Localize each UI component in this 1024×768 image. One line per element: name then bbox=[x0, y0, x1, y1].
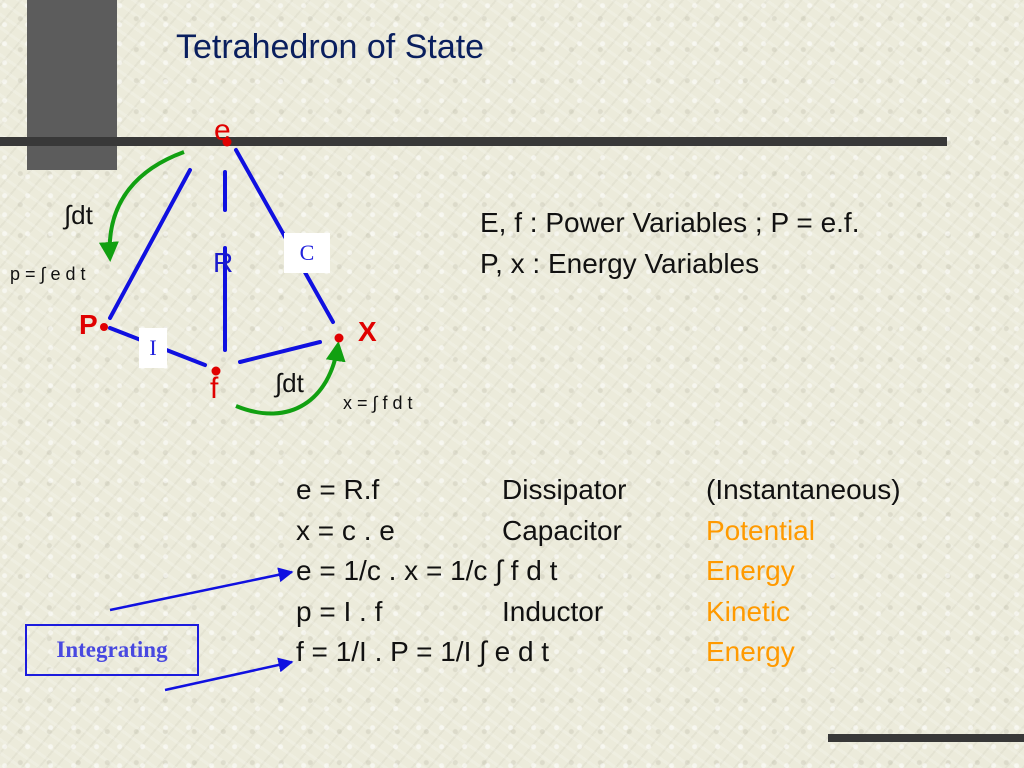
edge-label-r: R bbox=[213, 247, 234, 278]
relation-equation: f = 1/I . P = 1/I ∫ e d t bbox=[296, 636, 550, 667]
node-p-label: P bbox=[79, 309, 98, 340]
displacement-equation: x = ∫ f d t bbox=[343, 393, 413, 413]
relation-element: Inductor bbox=[502, 595, 604, 627]
relation-equation: p = I . f bbox=[296, 595, 383, 627]
energy-variables-line: P, x : Energy Variables bbox=[480, 248, 760, 279]
integral-label-left: ∫dt bbox=[64, 200, 93, 230]
relation-element: Capacitor bbox=[502, 514, 622, 546]
relation-energy: Energy bbox=[706, 636, 795, 667]
momentum-equation: p = ∫ e d t bbox=[10, 264, 86, 284]
relation-equation: e = 1/c . x = 1/c ∫ f d t bbox=[296, 555, 558, 586]
node-x-dot bbox=[334, 333, 344, 343]
integral-arc-bottom bbox=[235, 341, 346, 416]
node-f-label: f bbox=[210, 372, 219, 405]
node-e-label: e bbox=[214, 114, 231, 147]
relation-energy: (Instantaneous) bbox=[706, 474, 901, 505]
integrating-arrow-upper bbox=[109, 567, 294, 612]
relation-element: Dissipator bbox=[502, 474, 627, 505]
relation-equation: e = R.f bbox=[296, 474, 380, 505]
power-variables-line: E, f : Power Variables ; P = e.f. bbox=[480, 207, 860, 238]
integral-arc-left bbox=[98, 150, 185, 262]
relation-energy: Energy bbox=[706, 555, 795, 586]
relation-equation: x = c . e bbox=[296, 514, 395, 546]
decorative-bar-bottom bbox=[828, 734, 1024, 742]
edge-label-c: C bbox=[284, 233, 330, 273]
node-x-label: X bbox=[358, 316, 377, 347]
slide-title: Tetrahedron of State bbox=[176, 28, 485, 66]
integrating-arrow-lower bbox=[164, 657, 294, 692]
integral-label-bottom: ∫dt bbox=[275, 368, 304, 398]
relation-energy: Potential bbox=[706, 514, 815, 546]
node-e-dot bbox=[222, 137, 232, 147]
edge-label-i: I bbox=[139, 328, 167, 368]
decorative-bar-top bbox=[0, 137, 947, 146]
edge-f-x bbox=[238, 340, 322, 364]
edge-e-p bbox=[108, 168, 192, 320]
node-f-dot bbox=[211, 366, 221, 376]
relation-energy: Kinetic bbox=[706, 595, 791, 627]
integrating-label-box: Integrating bbox=[25, 624, 199, 676]
node-p-dot bbox=[100, 323, 108, 331]
